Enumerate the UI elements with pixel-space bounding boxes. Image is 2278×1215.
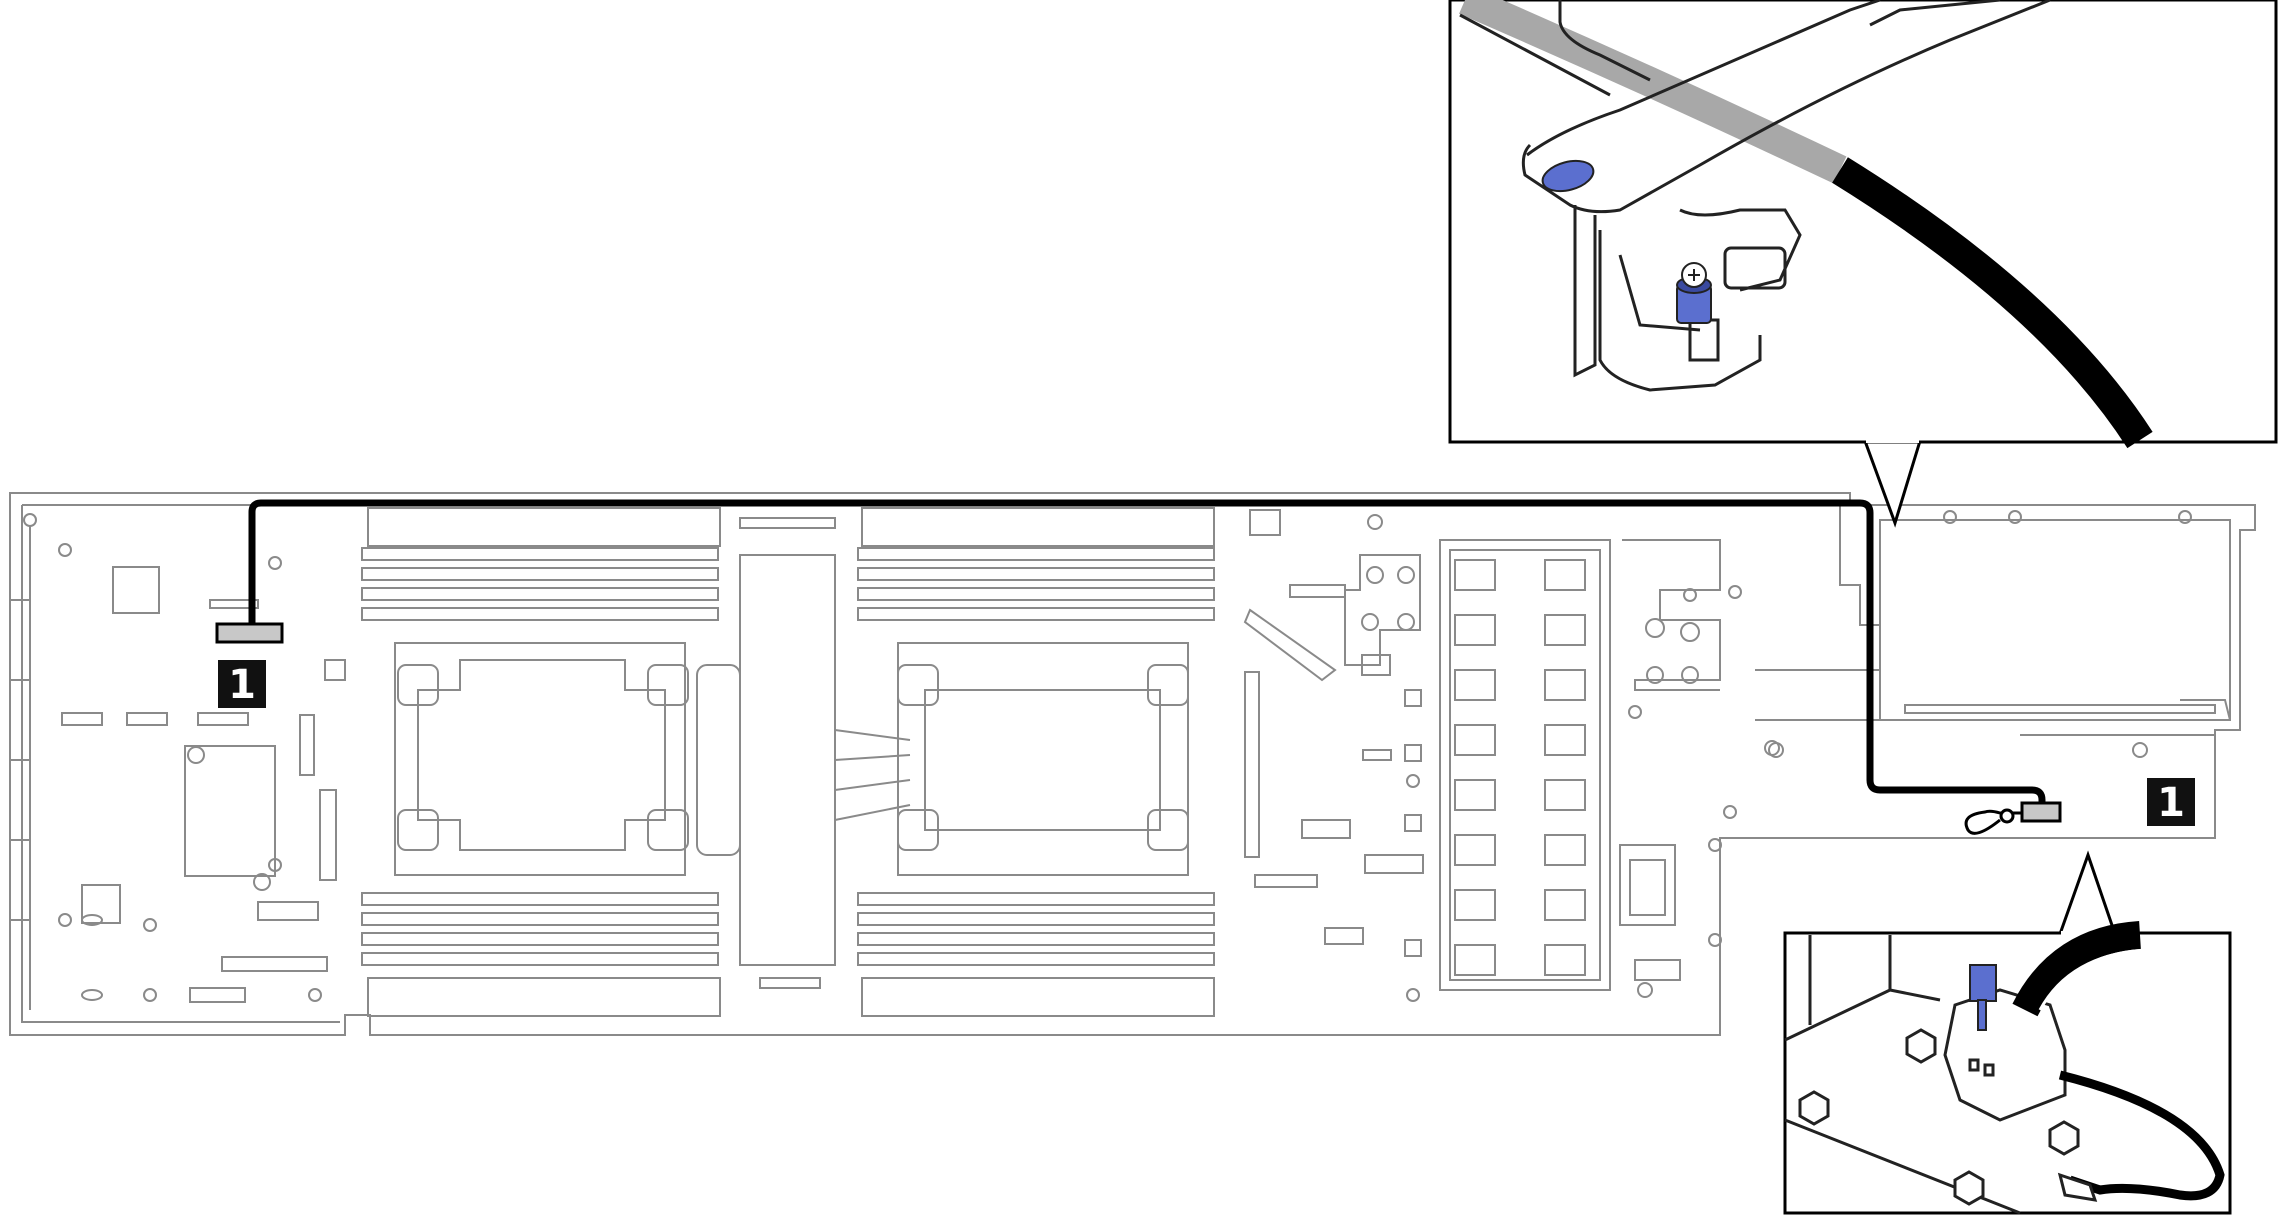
dimm-slots-right-bottom (857, 892, 1215, 1017)
center-bridge (696, 517, 911, 989)
riser-cage (1755, 505, 2231, 800)
left-connector (215, 622, 284, 644)
inset-top-release-tab (1541, 159, 1595, 193)
inset-bottom-cable (2012, 921, 2142, 1017)
callout-1-right: 1 (2147, 778, 2195, 826)
dimm-slots-left-bottom (361, 892, 721, 1017)
callout-1-right-label: 1 (2157, 780, 2185, 826)
right-connector (2020, 801, 2062, 823)
callout-1-left: 1 (218, 660, 266, 708)
callout-1-left-bg (218, 660, 266, 708)
cable-route (248, 499, 2046, 812)
detail-inset-bottom (1783, 850, 2232, 1215)
inset-top-pointer (1863, 440, 1922, 528)
processor-socket-1 (394, 642, 689, 876)
fan-area (1243, 509, 1611, 1002)
inset-top-cable-grey (1459, 0, 1847, 184)
right-fan-modules (1619, 539, 1780, 998)
inset-top-thumbscrew (1676, 262, 1712, 324)
processor-socket-2 (897, 642, 1189, 876)
callout-1-left-label: 1 (228, 662, 256, 708)
ground-wire (1964, 809, 2022, 835)
inset-bottom-pull-tab (1969, 964, 1997, 1031)
inset-bottom-frame (1783, 931, 2232, 1215)
inset-bottom-pointer (2058, 850, 2117, 935)
detail-inset-top (1448, 0, 2278, 528)
ground-terminal (1999, 808, 2015, 824)
dimm-slots-right-top (857, 507, 1215, 621)
dimm-slots-left-top (361, 507, 721, 621)
callout-1-right-bg (2147, 778, 2195, 826)
system-board-left (23, 513, 346, 1003)
inset-top-cable-black (1832, 157, 2153, 449)
inset-bottom-ground-wire (2058, 1070, 2225, 1201)
